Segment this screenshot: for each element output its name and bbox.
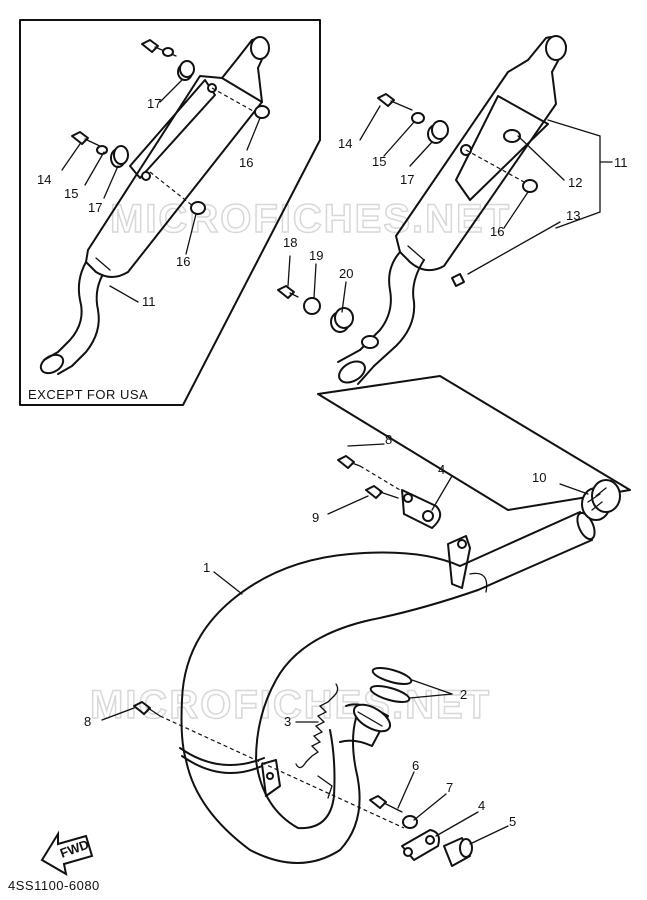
callout-6: 6	[412, 758, 419, 773]
main-grommet-16	[522, 179, 538, 193]
callout-12: 12	[568, 175, 582, 190]
gasket-2	[369, 667, 453, 703]
bolt-9	[365, 485, 399, 499]
washer-7	[402, 815, 418, 829]
inset-grommet-16-b	[190, 201, 206, 215]
callout-9: 9	[312, 510, 319, 525]
bolt-6	[369, 795, 403, 813]
inset-silencer	[39, 36, 270, 375]
callout-16: 16	[239, 155, 253, 170]
callout-20: 20	[339, 266, 353, 281]
callout-14: 14	[338, 136, 352, 151]
callout-4: 4	[478, 798, 485, 813]
part-code: 4SS1100-6080	[8, 878, 100, 893]
callout-3: 3	[284, 714, 291, 729]
collar-10	[581, 479, 621, 521]
callout-8: 8	[385, 432, 392, 447]
inset-frame	[19, 19, 321, 406]
bolt-8-upper	[337, 455, 401, 491]
callout-17: 17	[400, 172, 414, 187]
callout-18: 18	[283, 235, 297, 250]
callout-10: 10	[532, 470, 546, 485]
main-collar-17	[427, 120, 449, 144]
callout-1: 1	[203, 560, 210, 575]
bracket-4-lower	[401, 829, 440, 861]
inset-bolt-14	[141, 39, 177, 57]
callout-17: 17	[88, 200, 102, 215]
collar-20	[330, 307, 354, 333]
watermark-lower: MICROFICHES.NET	[90, 683, 491, 727]
callout-13: 13	[566, 208, 580, 223]
bolt-18	[277, 285, 299, 299]
inset-collar-17-lower	[110, 145, 129, 168]
watermark-upper: MICROFICHES.NET	[110, 197, 511, 241]
exhaust-pipe-1	[159, 511, 596, 864]
callout-11: 11	[614, 155, 628, 170]
bracket-4-upper	[401, 489, 442, 529]
callout-8: 8	[84, 714, 91, 729]
section-connector	[317, 375, 631, 511]
spring-3	[295, 683, 339, 769]
callout-14: 14	[37, 172, 51, 187]
collar-5	[443, 837, 473, 867]
callout-11: 11	[142, 294, 156, 309]
callout-2: 2	[460, 687, 467, 702]
callout-5: 5	[509, 814, 516, 829]
callout-7: 7	[446, 780, 453, 795]
callout-15: 15	[64, 186, 78, 201]
washer-19	[303, 297, 321, 315]
main-bolt-14	[377, 93, 425, 124]
inset-bolt-14-lower	[71, 131, 108, 155]
inset-collar-17-upper	[177, 60, 195, 81]
bolt-8-lower	[133, 701, 161, 717]
fwd-arrow-icon: FWD	[40, 830, 94, 876]
callout-19: 19	[309, 248, 323, 263]
callout-4: 4	[438, 462, 445, 477]
callout-16: 16	[490, 224, 504, 239]
callout-17: 17	[147, 96, 161, 111]
main-silencer	[277, 35, 613, 385]
callout-15: 15	[372, 154, 386, 169]
callout-16: 16	[176, 254, 190, 269]
inset-grommet-16-a	[254, 105, 270, 119]
inset-caption: EXCEPT FOR USA	[28, 387, 148, 402]
